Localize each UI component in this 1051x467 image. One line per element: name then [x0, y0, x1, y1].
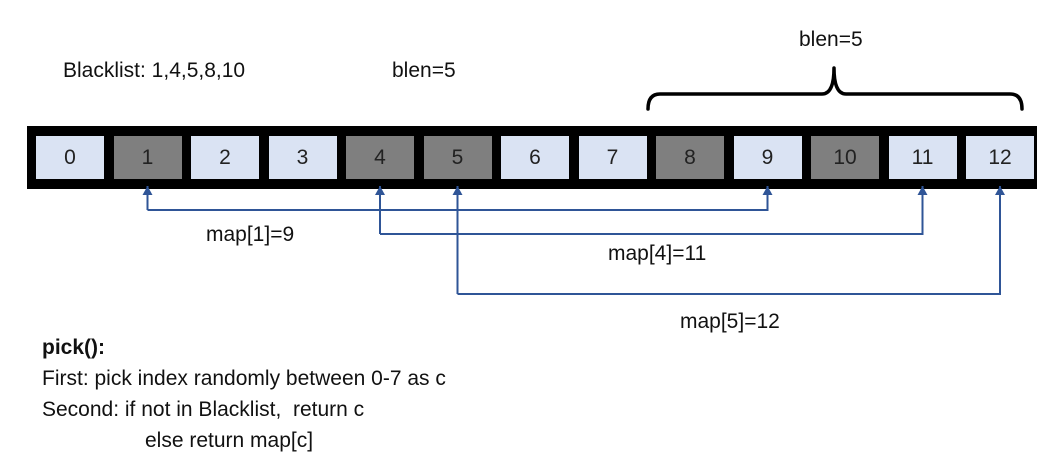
- pick-pseudocode: pick(): First: pick index randomly betwe…: [42, 332, 446, 456]
- map-label: map[1]=9: [206, 223, 295, 246]
- arrowhead-icon: [917, 186, 928, 195]
- array-cell: 5: [423, 136, 492, 179]
- array-cell: 7: [578, 136, 647, 179]
- array-cell: 10: [811, 136, 879, 179]
- array-cell: 9: [733, 136, 802, 179]
- array-cell: 6: [501, 136, 569, 179]
- array-cell: 1: [113, 136, 182, 179]
- blen-label: blen=5: [392, 59, 456, 82]
- blen-brace-label: blen=5: [799, 28, 863, 51]
- array-cell: 3: [268, 136, 337, 179]
- array-cell: 2: [191, 136, 259, 179]
- brace-icon: [646, 66, 1024, 111]
- blacklist-label: Blacklist: 1,4,5,8,10: [63, 59, 246, 82]
- pseudocode-title: pick():: [42, 336, 105, 359]
- arrowhead-icon: [762, 186, 773, 195]
- pseudocode-line: First: pick index randomly between 0-7 a…: [42, 367, 446, 390]
- arrowhead-icon: [142, 186, 153, 195]
- arrowhead-icon: [995, 186, 1005, 195]
- map-label: map[4]=11: [608, 242, 707, 265]
- array-cell: 4: [346, 136, 414, 179]
- arrowhead-icon: [375, 186, 385, 195]
- pseudocode-line: Second: if not in Blacklist, return c: [42, 398, 365, 421]
- array-cell: 8: [656, 136, 724, 179]
- array-cell: 12: [966, 136, 1034, 179]
- array-cell: 11: [888, 136, 957, 179]
- map-arrow: [456, 186, 1001, 295]
- arrowhead-icon: [452, 186, 463, 195]
- map-label: map[5]=12: [680, 310, 780, 333]
- array-cell: 0: [36, 136, 104, 179]
- pseudocode-line: else return map[c]: [145, 429, 314, 452]
- array: 0 1 2 3 4 5 6 7 8 9 10 11 12: [27, 126, 1037, 189]
